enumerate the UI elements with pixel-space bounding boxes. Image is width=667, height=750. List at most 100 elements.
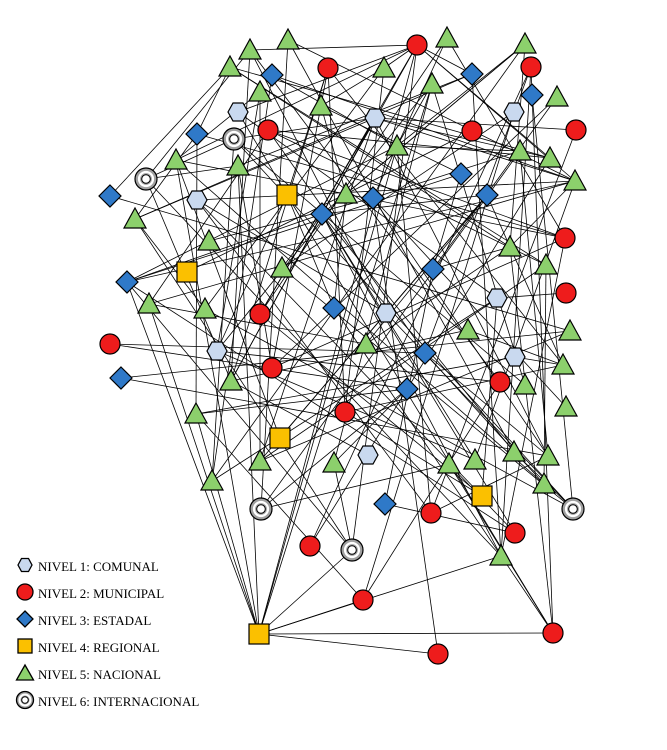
square-icon (17, 638, 33, 654)
legend-item-internacional: NIVEL 6: INTERNACIONAL (14, 687, 234, 714)
edge (249, 49, 501, 383)
edge (216, 91, 261, 352)
node-nacional (434, 25, 460, 48)
edge (396, 43, 526, 147)
edge (258, 549, 353, 635)
node-nacional (247, 79, 273, 102)
edge (271, 74, 576, 182)
legend-label: NIVEL 3: ESTADAL (38, 613, 152, 628)
edge (259, 37, 448, 315)
edge (344, 364, 564, 413)
node-estadal (185, 122, 209, 146)
node-municipal (542, 622, 564, 644)
node-nacional (269, 255, 295, 278)
diamond-icon (16, 610, 34, 628)
edge (396, 83, 433, 147)
node-nacional (436, 451, 462, 474)
edge (195, 413, 260, 635)
edge (258, 44, 418, 635)
edge (474, 180, 576, 461)
node-internacional (222, 127, 246, 151)
edge (500, 66, 532, 557)
node-regional (269, 427, 291, 449)
edge (385, 194, 488, 314)
edge (229, 66, 511, 248)
edge (344, 411, 483, 497)
node-nacional (537, 145, 563, 168)
edge (126, 180, 576, 283)
edge (204, 308, 574, 510)
legend-label: NIVEL 4: REGIONAL (38, 640, 160, 655)
edge (416, 44, 551, 159)
node-nacional (488, 543, 514, 566)
legend-item-regional: NIVEL 4: REGIONAL (14, 633, 234, 660)
edge (109, 195, 571, 332)
edge (258, 632, 554, 635)
edge (230, 117, 376, 382)
node-nacional (531, 471, 557, 494)
node-comunal (504, 347, 526, 367)
node-comunal (375, 303, 397, 323)
edge (486, 194, 511, 248)
node-nacional (122, 206, 148, 229)
node-regional (248, 623, 270, 645)
edge (148, 303, 260, 635)
edge (175, 159, 545, 485)
node-nacional (384, 133, 410, 156)
edge (271, 96, 558, 369)
edge (509, 246, 554, 634)
edge (321, 194, 488, 215)
node-internacional (249, 497, 273, 521)
node-estadal (413, 341, 437, 365)
node-nacional (497, 234, 523, 257)
node-nacional (237, 37, 263, 60)
edge (543, 264, 547, 485)
legend-item-estadal: NIVEL 3: ESTADAL (14, 606, 234, 633)
node-nacional (512, 31, 538, 54)
edge (126, 145, 398, 283)
node-nacional (192, 296, 218, 319)
legend-label: NIVEL 5: NACIONAL (38, 667, 161, 682)
node-regional (276, 184, 298, 206)
edge (320, 67, 385, 107)
edge (496, 292, 567, 299)
node-municipal (249, 303, 271, 325)
legend-label: NIVEL 6: INTERNACIONAL (38, 694, 200, 709)
node-municipal (461, 120, 483, 142)
edge (211, 43, 526, 482)
edge (424, 352, 549, 457)
legend-label: NIVEL 1: COMUNAL (38, 559, 159, 574)
edge (309, 66, 532, 547)
node-estadal (395, 377, 419, 401)
node-estadal (310, 202, 334, 226)
node-nacional (136, 291, 162, 314)
edge (126, 281, 260, 635)
node-nacional (308, 93, 334, 116)
edge (267, 129, 547, 266)
node-municipal (406, 34, 428, 56)
edge (237, 111, 498, 299)
edge (175, 159, 260, 635)
edge (260, 463, 450, 510)
edge (237, 111, 288, 196)
edge (430, 129, 577, 514)
node-regional (176, 261, 198, 283)
edge (267, 129, 426, 354)
edge (365, 246, 511, 345)
node-municipal (352, 589, 374, 611)
edge (216, 350, 501, 383)
edge (229, 66, 551, 159)
edge (233, 138, 526, 386)
node-comunal (486, 288, 508, 308)
edge (509, 246, 564, 366)
node-municipal (317, 57, 339, 79)
node-nacional (353, 331, 379, 354)
node-estadal (460, 62, 484, 86)
edge (126, 281, 353, 551)
node-nacional (196, 228, 222, 251)
edge (471, 73, 502, 557)
edge (109, 343, 408, 390)
edge (267, 129, 551, 159)
edge (271, 74, 398, 147)
